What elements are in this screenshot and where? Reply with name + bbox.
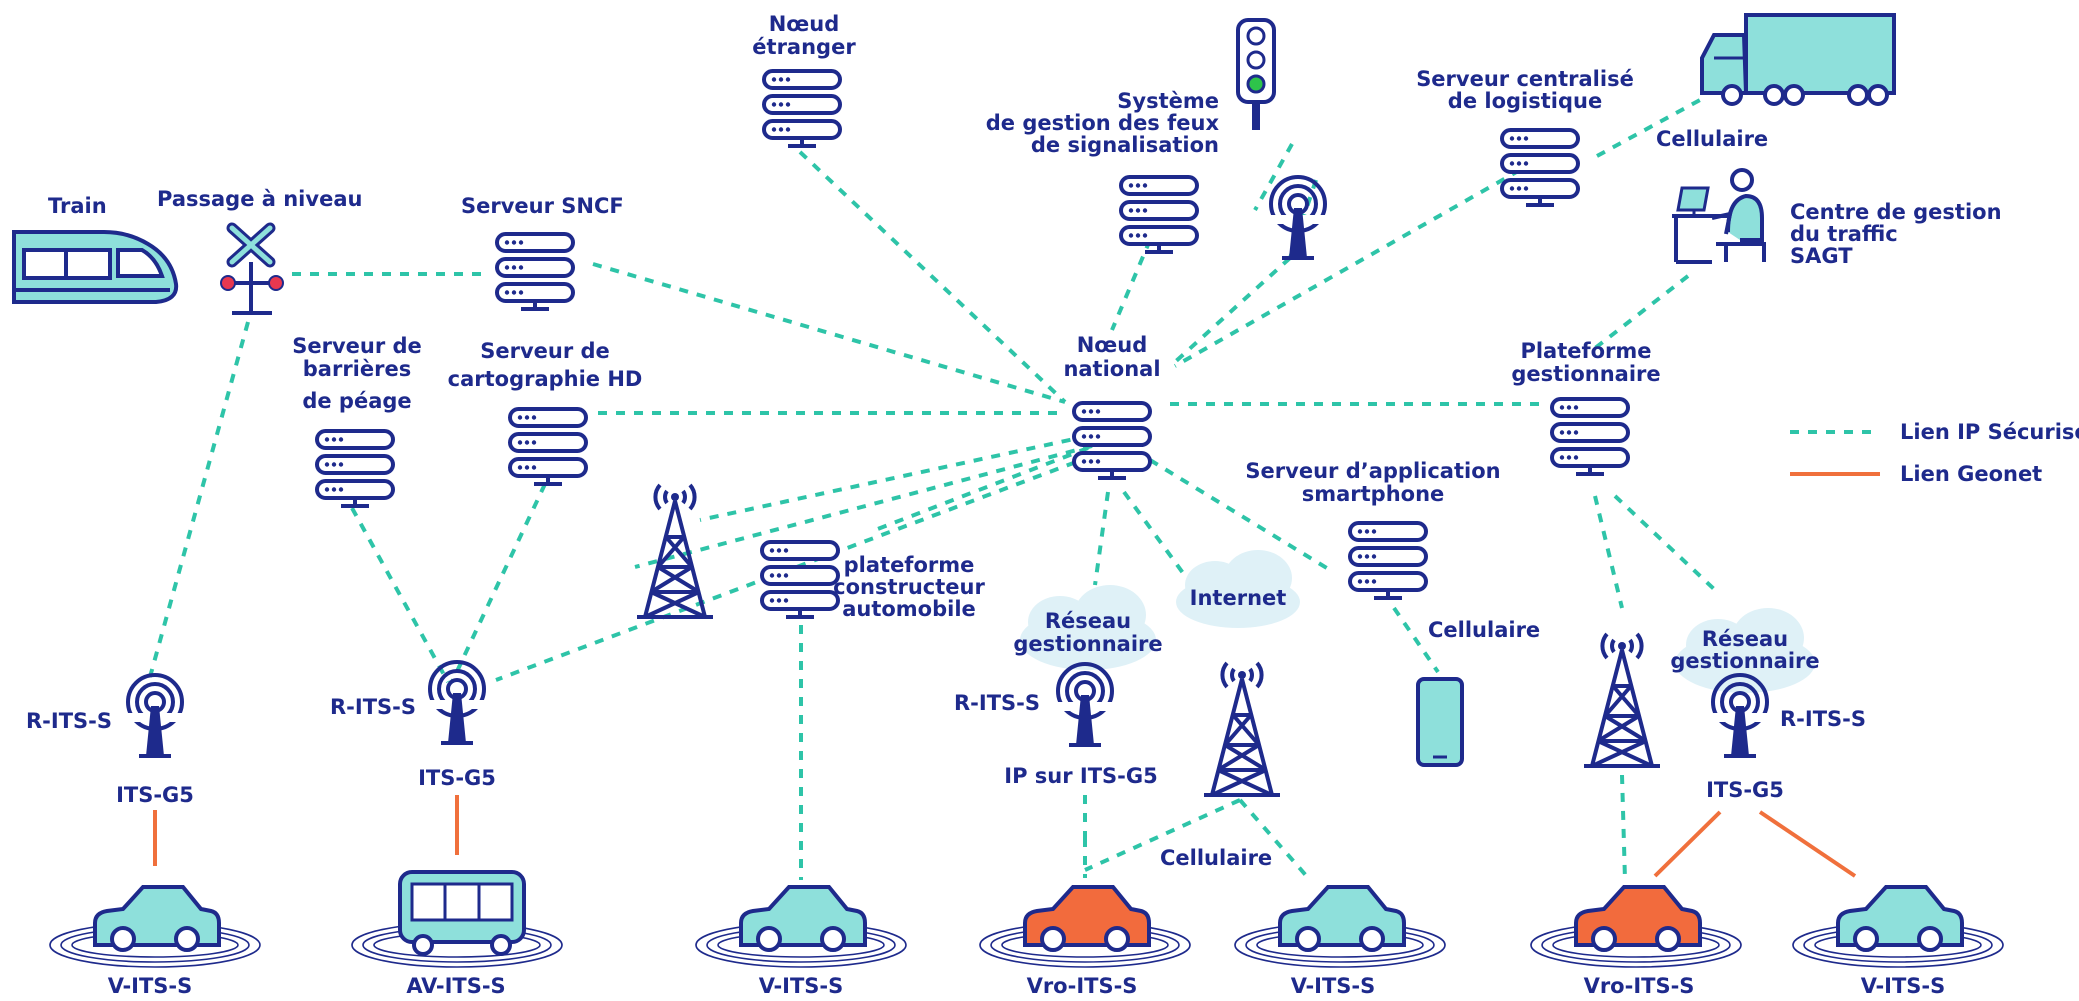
label-cartographie-2: cartographie HD <box>448 367 643 391</box>
rsu-1-icon <box>123 673 187 758</box>
cloud-reseau-1 <box>1020 585 1156 670</box>
label-vehicle-7: V-ITS-S <box>1861 974 1946 998</box>
label-constructeur-2: constructeur <box>833 575 985 599</box>
smartphone-icon <box>1416 677 1464 767</box>
level-crossing-icon <box>220 222 284 315</box>
label-train: Train <box>48 194 107 218</box>
label-itsg5-4: ITS-G5 <box>1706 778 1784 802</box>
vehicle-1 <box>49 885 261 968</box>
cell-tower-center-icon <box>1202 661 1282 797</box>
train-icon <box>12 230 179 304</box>
label-rits-1: R-ITS-S <box>26 709 112 733</box>
cloud-internet <box>1176 550 1300 628</box>
rsu-2-icon <box>425 660 489 745</box>
server-cartographie-icon <box>508 407 588 486</box>
label-reseau-1-1: Réseau <box>1045 609 1131 633</box>
label-feux-1: Système <box>1117 89 1219 113</box>
label-plateforme-gest-1: Plateforme <box>1520 339 1651 363</box>
label-cartographie-1: Serveur de <box>480 339 610 363</box>
label-cellulaire-bottom: Cellulaire <box>1160 846 1272 870</box>
label-noeud-national-1: Nœud <box>1077 333 1148 357</box>
label-vehicle-2: AV-ITS-S <box>406 974 505 998</box>
label-vehicle-5: V-ITS-S <box>1291 974 1376 998</box>
label-vehicle-4: Vro-ITS-S <box>1027 974 1138 998</box>
label-internet: Internet <box>1190 586 1287 610</box>
traffic-light-icon <box>1236 18 1276 130</box>
label-constructeur-1: plateforme <box>844 553 975 577</box>
vro-vehicle-2 <box>1530 885 1742 968</box>
vehicle-5 <box>1234 885 1446 968</box>
label-reseau-2-1: Réseau <box>1702 627 1788 651</box>
label-smartphone-srv-1: Serveur d’application <box>1245 459 1500 483</box>
label-barrieres-3: de péage <box>302 389 411 413</box>
label-itsg5-2: ITS-G5 <box>418 766 496 790</box>
label-reseau-1-2: gestionnaire <box>1013 632 1162 656</box>
vehicle-3 <box>695 885 907 968</box>
label-sagt-2: du traffic <box>1790 222 1898 246</box>
label-noeud-national-2: national <box>1063 357 1160 381</box>
server-sncf-icon <box>495 232 575 311</box>
server-barrieres-icon <box>315 429 395 508</box>
label-sagt-3: SAGT <box>1790 244 1853 268</box>
vehicle-7 <box>1792 885 2004 968</box>
server-noeud-etranger-icon <box>762 69 842 148</box>
label-cellulaire-phone: Cellulaire <box>1428 618 1540 642</box>
geonet-links <box>153 795 1857 878</box>
label-logistique-1: Serveur centralisé <box>1416 67 1634 91</box>
label-constructeur-3: automobile <box>842 597 976 621</box>
label-rits-2: R-ITS-S <box>330 695 416 719</box>
feux-antenna-icon <box>1266 175 1330 260</box>
label-feux-2: de gestion des feux <box>986 111 1220 135</box>
server-feux-icon <box>1119 175 1199 254</box>
legend-ip-label: Lien IP Sécurisé <box>1900 420 2079 444</box>
label-itsg5-1: ITS-G5 <box>116 783 194 807</box>
label-rits-3: R-ITS-S <box>954 691 1040 715</box>
label-barrieres-2: barrières <box>303 357 411 381</box>
truck-icon <box>1700 13 1896 106</box>
label-vehicle-6: Vro-ITS-S <box>1584 974 1695 998</box>
label-sncf: Serveur SNCF <box>461 194 624 218</box>
label-passage: Passage à niveau <box>157 187 362 211</box>
server-constructeur-icon <box>760 540 840 619</box>
label-sagt-1: Centre de gestion <box>1790 200 2002 224</box>
bus-vehicle <box>351 870 563 968</box>
label-vehicle-3: V-ITS-S <box>759 974 844 998</box>
label-logistique-2: de logistique <box>1448 89 1602 113</box>
label-barrieres-1: Serveur de <box>292 334 422 358</box>
label-noeud-etranger-1: Nœud <box>769 12 840 36</box>
server-smartphone-icon <box>1348 521 1428 600</box>
labels: Train Passage à niveau Serveur SNCF Nœud… <box>26 12 2002 998</box>
cloud-reseau-2 <box>1675 608 1815 693</box>
label-rits-4: R-ITS-S <box>1780 707 1866 731</box>
server-noeud-national-icon <box>1072 401 1152 480</box>
server-logistique-icon <box>1500 128 1580 207</box>
label-cellulaire-truck: Cellulaire <box>1656 127 1768 151</box>
ip-links <box>148 98 1717 882</box>
label-noeud-etranger-2: étranger <box>752 35 856 59</box>
cell-tower-right-icon <box>1582 632 1662 768</box>
label-plateforme-gest-2: gestionnaire <box>1511 362 1660 386</box>
legend-geonet-label: Lien Geonet <box>1900 462 2042 486</box>
label-feux-3: de signalisation <box>1031 133 1219 157</box>
label-reseau-2-2: gestionnaire <box>1670 649 1819 673</box>
rsu-3-icon <box>1053 662 1117 747</box>
server-plateforme-gestionnaire-icon <box>1550 397 1630 476</box>
label-smartphone-srv-2: smartphone <box>1302 482 1445 506</box>
label-vehicle-1: V-ITS-S <box>108 974 193 998</box>
vro-vehicle-1 <box>979 885 1191 968</box>
operator-desk-icon <box>1672 168 1766 264</box>
legend: Lien IP Sécurisé Lien Geonet <box>1790 420 2079 486</box>
label-ip-sur-itsg5: IP sur ITS-G5 <box>1004 764 1157 788</box>
